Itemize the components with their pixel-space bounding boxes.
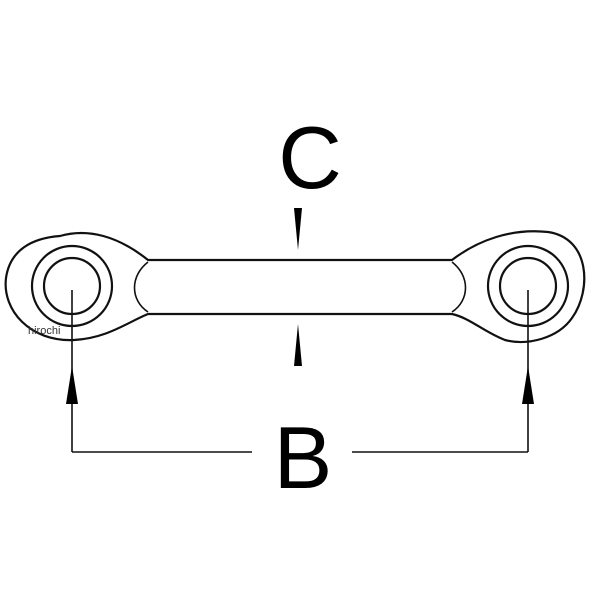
dimension-c-arrows [294, 208, 302, 366]
rod-outline [4, 230, 586, 344]
watermark: hirochi [28, 325, 60, 337]
dimension-b-lines [66, 290, 534, 453]
label-b: B [274, 408, 333, 507]
label-c: C [278, 108, 342, 207]
